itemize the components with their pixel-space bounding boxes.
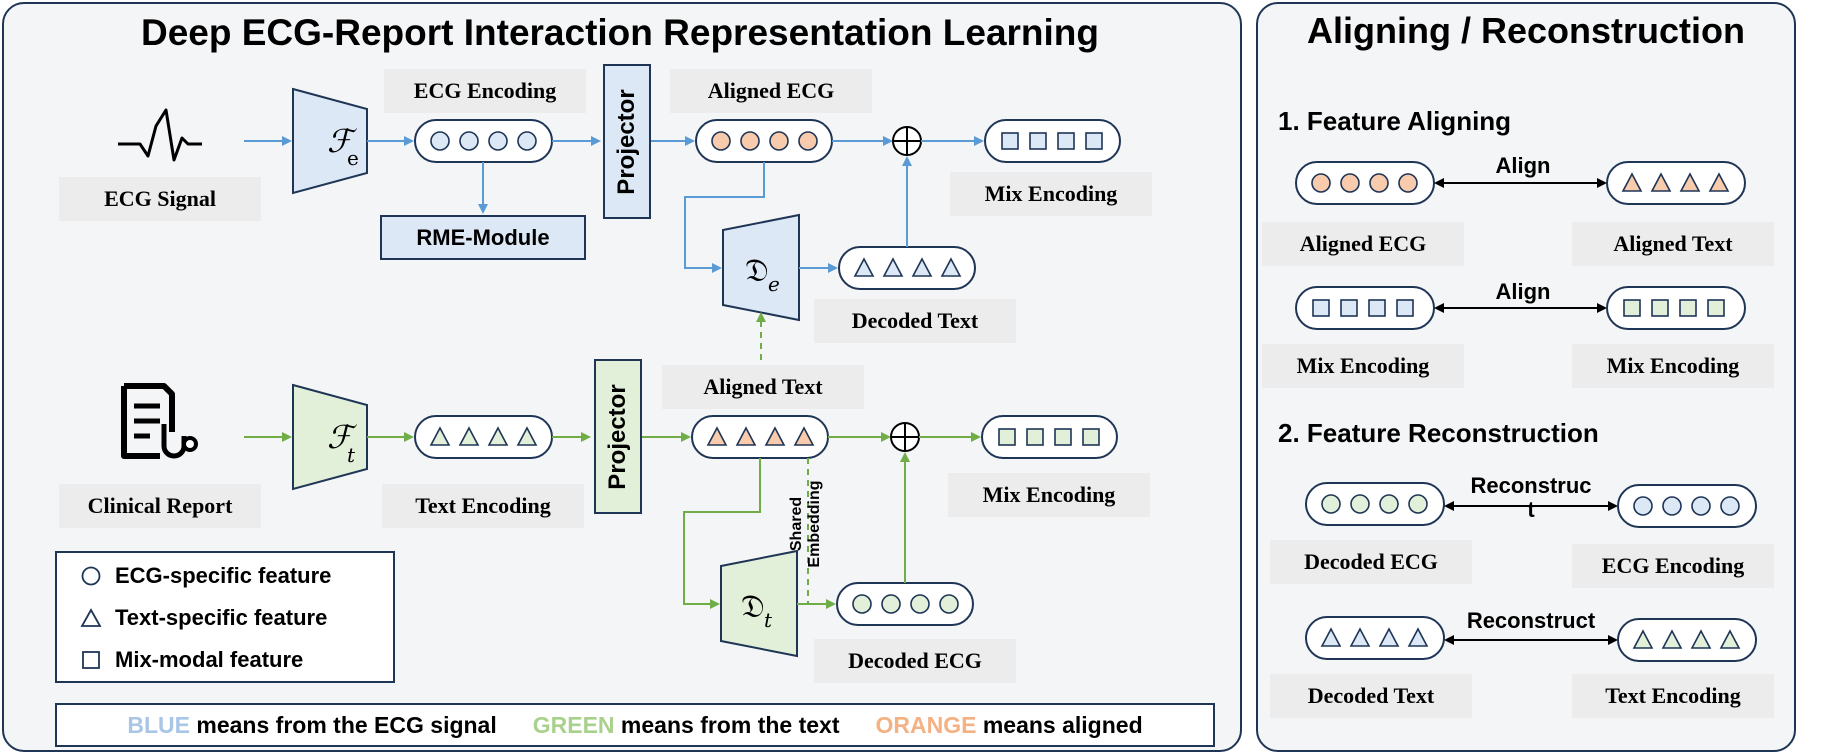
reconstruct-ecg-row bbox=[1305, 482, 1757, 528]
right-panel-title: Aligning / Reconstruction bbox=[1307, 10, 1745, 51]
shared-embedding-label: Shared Embedding bbox=[788, 474, 826, 574]
right-aligned-text-label: Aligned Text bbox=[1572, 222, 1774, 266]
ecg-decoder-block bbox=[722, 213, 800, 322]
color-note-orange-rest: means aligned bbox=[976, 711, 1143, 738]
projector-bottom-label: Projector bbox=[604, 383, 631, 490]
color-note-green-word: GREEN bbox=[532, 711, 615, 738]
legend-box: ECG-specific feature Text-specific featu… bbox=[55, 551, 395, 683]
left-panel-title: Deep ECG-Report Interaction Representati… bbox=[140, 12, 1100, 53]
right-mix-left-label: Mix Encoding bbox=[1262, 344, 1464, 388]
color-note: BLUE means from the ECG signal GREEN mea… bbox=[55, 703, 1215, 747]
ecg-signal-icon bbox=[118, 108, 202, 162]
reconstruct-text-row bbox=[1305, 616, 1757, 662]
color-note-orange-word: ORANGE bbox=[875, 711, 977, 738]
right-mix-right-label: Mix Encoding bbox=[1572, 344, 1774, 388]
mix-encoding-top-label: Mix Encoding bbox=[950, 172, 1152, 216]
reconstruct-wrapped-line1: Reconstruc bbox=[1470, 473, 1592, 498]
ecg-encoder-block bbox=[292, 87, 368, 195]
legend-text-text: Text-specific feature bbox=[115, 605, 328, 630]
align-ecg-text-row bbox=[1295, 161, 1746, 205]
reconstruct-label: Reconstruct bbox=[1466, 608, 1596, 633]
color-note-green-rest: means from the text bbox=[614, 711, 840, 738]
legend-row-mix: Mix-modal feature bbox=[79, 647, 303, 673]
ecg-encoding-capsule bbox=[414, 119, 553, 163]
decoded-ecg-label: Decoded ECG bbox=[814, 639, 1016, 683]
legend-mix-text: Mix-modal feature bbox=[115, 647, 304, 672]
rme-module-box: RME-Module bbox=[380, 215, 586, 260]
color-note-blue-word: BLUE bbox=[127, 711, 190, 738]
square-icon bbox=[79, 649, 103, 671]
ecg-signal-label: ECG Signal bbox=[59, 177, 261, 221]
decoded-text-capsule bbox=[838, 246, 976, 290]
align-label-2: Align bbox=[1495, 279, 1551, 304]
section-feature-aligning: 1. Feature Aligning bbox=[1278, 106, 1512, 136]
decoded-text-label: Decoded Text bbox=[814, 299, 1016, 343]
shared-embedding-line1: Shared bbox=[788, 496, 805, 552]
fe-subscript: e bbox=[347, 146, 359, 170]
reconstruct-wrapped-line2: t bbox=[1527, 497, 1535, 522]
ft-subscript: t bbox=[347, 443, 356, 467]
de-symbol: 𝔇 bbox=[745, 251, 769, 289]
legend-row-ecg: ECG-specific feature bbox=[79, 563, 331, 589]
section-feature-reconstruction: 2. Feature Reconstruction bbox=[1278, 418, 1599, 448]
align-label-1: Align bbox=[1495, 153, 1551, 178]
color-note-blue-rest: means from the ECG signal bbox=[190, 711, 497, 738]
circle-icon bbox=[79, 565, 103, 587]
triangle-icon bbox=[79, 607, 103, 629]
right-aligned-ecg-label: Aligned ECG bbox=[1262, 222, 1464, 266]
legend-row-text: Text-specific feature bbox=[79, 605, 327, 631]
text-decoder-block bbox=[720, 549, 798, 658]
clinical-report-icon bbox=[121, 383, 198, 459]
aligned-text-label: Aligned Text bbox=[662, 365, 864, 409]
sum-node-top bbox=[892, 126, 922, 156]
right-decoded-text-label: Decoded Text bbox=[1270, 674, 1472, 718]
projector-bottom: Projector bbox=[594, 359, 642, 514]
right-ecg-encoding-label: ECG Encoding bbox=[1572, 544, 1774, 588]
text-encoder-block bbox=[292, 383, 368, 491]
mix-encoding-capsule-bottom bbox=[981, 415, 1118, 459]
right-decoded-ecg-label: Decoded ECG bbox=[1270, 540, 1472, 584]
mix-encoding-capsule-top bbox=[984, 119, 1121, 163]
reconstruct-wrapped-label: Reconstruc t bbox=[1456, 474, 1606, 522]
text-encoding-label: Text Encoding bbox=[382, 484, 584, 528]
text-encoding-capsule bbox=[414, 415, 553, 459]
projector-top-label: Projector bbox=[613, 88, 640, 195]
dt-subscript: t bbox=[764, 608, 773, 632]
projector-top: Projector bbox=[603, 64, 651, 219]
legend-ecg-text: ECG-specific feature bbox=[115, 563, 332, 588]
mix-encoding-bottom-label: Mix Encoding bbox=[948, 473, 1150, 517]
right-text-encoding-label: Text Encoding bbox=[1572, 674, 1774, 718]
ecg-encoding-label: ECG Encoding bbox=[384, 69, 586, 113]
dt-symbol: 𝔇 bbox=[741, 587, 765, 625]
sum-node-bottom bbox=[890, 422, 920, 452]
clinical-report-label: Clinical Report bbox=[59, 484, 261, 528]
de-subscript: e bbox=[768, 272, 780, 296]
aligned-ecg-label: Aligned ECG bbox=[670, 69, 872, 113]
aligned-text-capsule bbox=[691, 415, 829, 459]
shared-embedding-line2: Embedding bbox=[806, 480, 823, 568]
decoded-ecg-capsule bbox=[836, 582, 974, 626]
align-mix-row bbox=[1295, 286, 1746, 330]
aligned-ecg-capsule bbox=[695, 119, 833, 163]
